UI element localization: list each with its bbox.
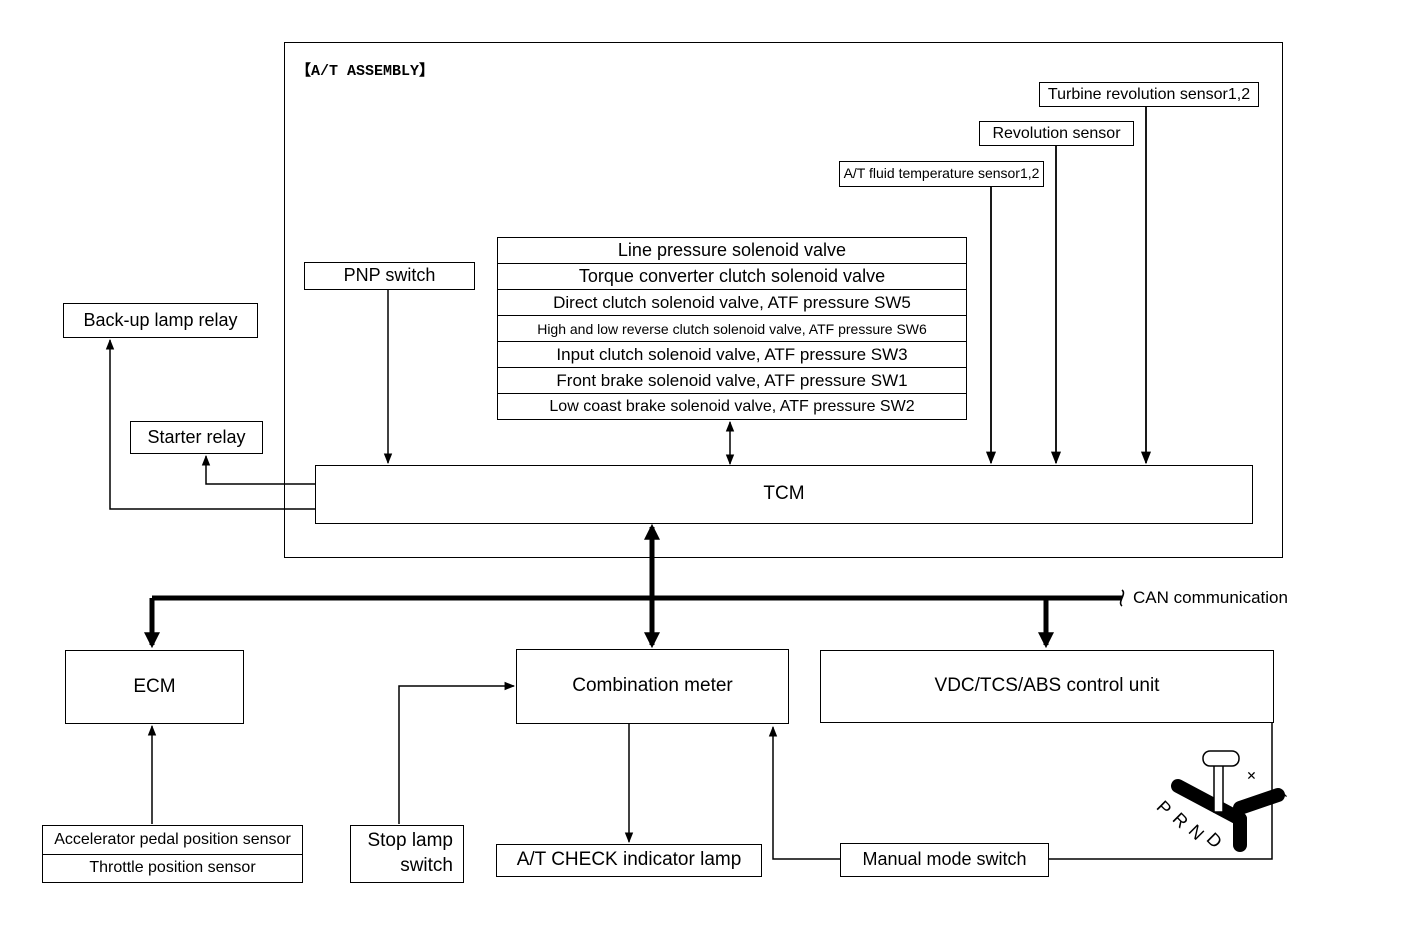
starter-relay-box: Starter relay [130, 421, 263, 454]
backup-lamp-relay-wire [105, 338, 315, 510]
can-bus-break [1119, 589, 1125, 607]
pnp-switch-box: PNP switch [304, 262, 475, 290]
stop-lamp-switch-line2: switch [400, 855, 453, 876]
manual-mode-switch-wire [768, 725, 840, 860]
stop-lamp-switch-line1: Stop lamp [367, 830, 453, 852]
solenoid-row: High and low reverse clutch solenoid val… [498, 316, 966, 342]
turbine-revolution-sensor-box: Turbine revolution sensor1,2 [1039, 82, 1259, 107]
solenoid-row: Line pressure solenoid valve [498, 238, 966, 264]
lever-pos-r: R [1169, 809, 1192, 832]
throttle-position-sensor: Throttle position sensor [89, 859, 256, 876]
lever-pos-p: P [1153, 797, 1176, 820]
accelerator-pedal-position-sensor: Accelerator pedal position sensor [43, 826, 302, 855]
fluid-temperature-sensor-box: A/T fluid temperature sensor1,2 [839, 161, 1044, 187]
vdc-tcs-abs-control-unit-box: VDC/TCS/ABS control unit [820, 650, 1274, 723]
at-check-indicator-lamp-box: A/T CHECK indicator lamp [496, 844, 762, 877]
at-assembly-frame [284, 42, 1283, 558]
solenoid-row: Input clutch solenoid valve, ATF pressur… [498, 342, 966, 368]
manual-mode-switch-box: Manual mode switch [840, 843, 1049, 877]
backup-lamp-relay-box: Back-up lamp relay [63, 303, 258, 338]
can-communication-label: CAN communication [1133, 588, 1288, 607]
ecm-box: ECM [65, 650, 244, 724]
stop-lamp-switch-box: Stop lamp switch [350, 825, 464, 883]
stop-lamp-switch-wire [398, 681, 516, 824]
solenoid-row: Low coast brake solenoid valve, ATF pres… [549, 397, 915, 415]
revolution-sensor-box: Revolution sensor [979, 121, 1134, 146]
combination-meter-box: Combination meter [516, 649, 789, 724]
shift-lever-icon: P R N D + − [1153, 750, 1294, 852]
starter-relay-wire [201, 454, 315, 485]
tcm-box: TCM [315, 465, 1253, 524]
solenoid-row: Torque converter clutch solenoid valve [498, 264, 966, 290]
pedal-throttle-sensor-stack: Accelerator pedal position sensor Thrott… [42, 825, 303, 883]
solenoid-row: Front brake solenoid valve, ATF pressure… [498, 368, 966, 394]
at-assembly-title: 【A/T ASSEMBLY】 [296, 63, 435, 80]
lever-plus: + [1241, 765, 1263, 787]
solenoid-row: Direct clutch solenoid valve, ATF pressu… [498, 290, 966, 316]
lever-pos-d: D [1203, 829, 1226, 852]
solenoid-valve-stack: Line pressure solenoid valve Torque conv… [497, 237, 967, 420]
